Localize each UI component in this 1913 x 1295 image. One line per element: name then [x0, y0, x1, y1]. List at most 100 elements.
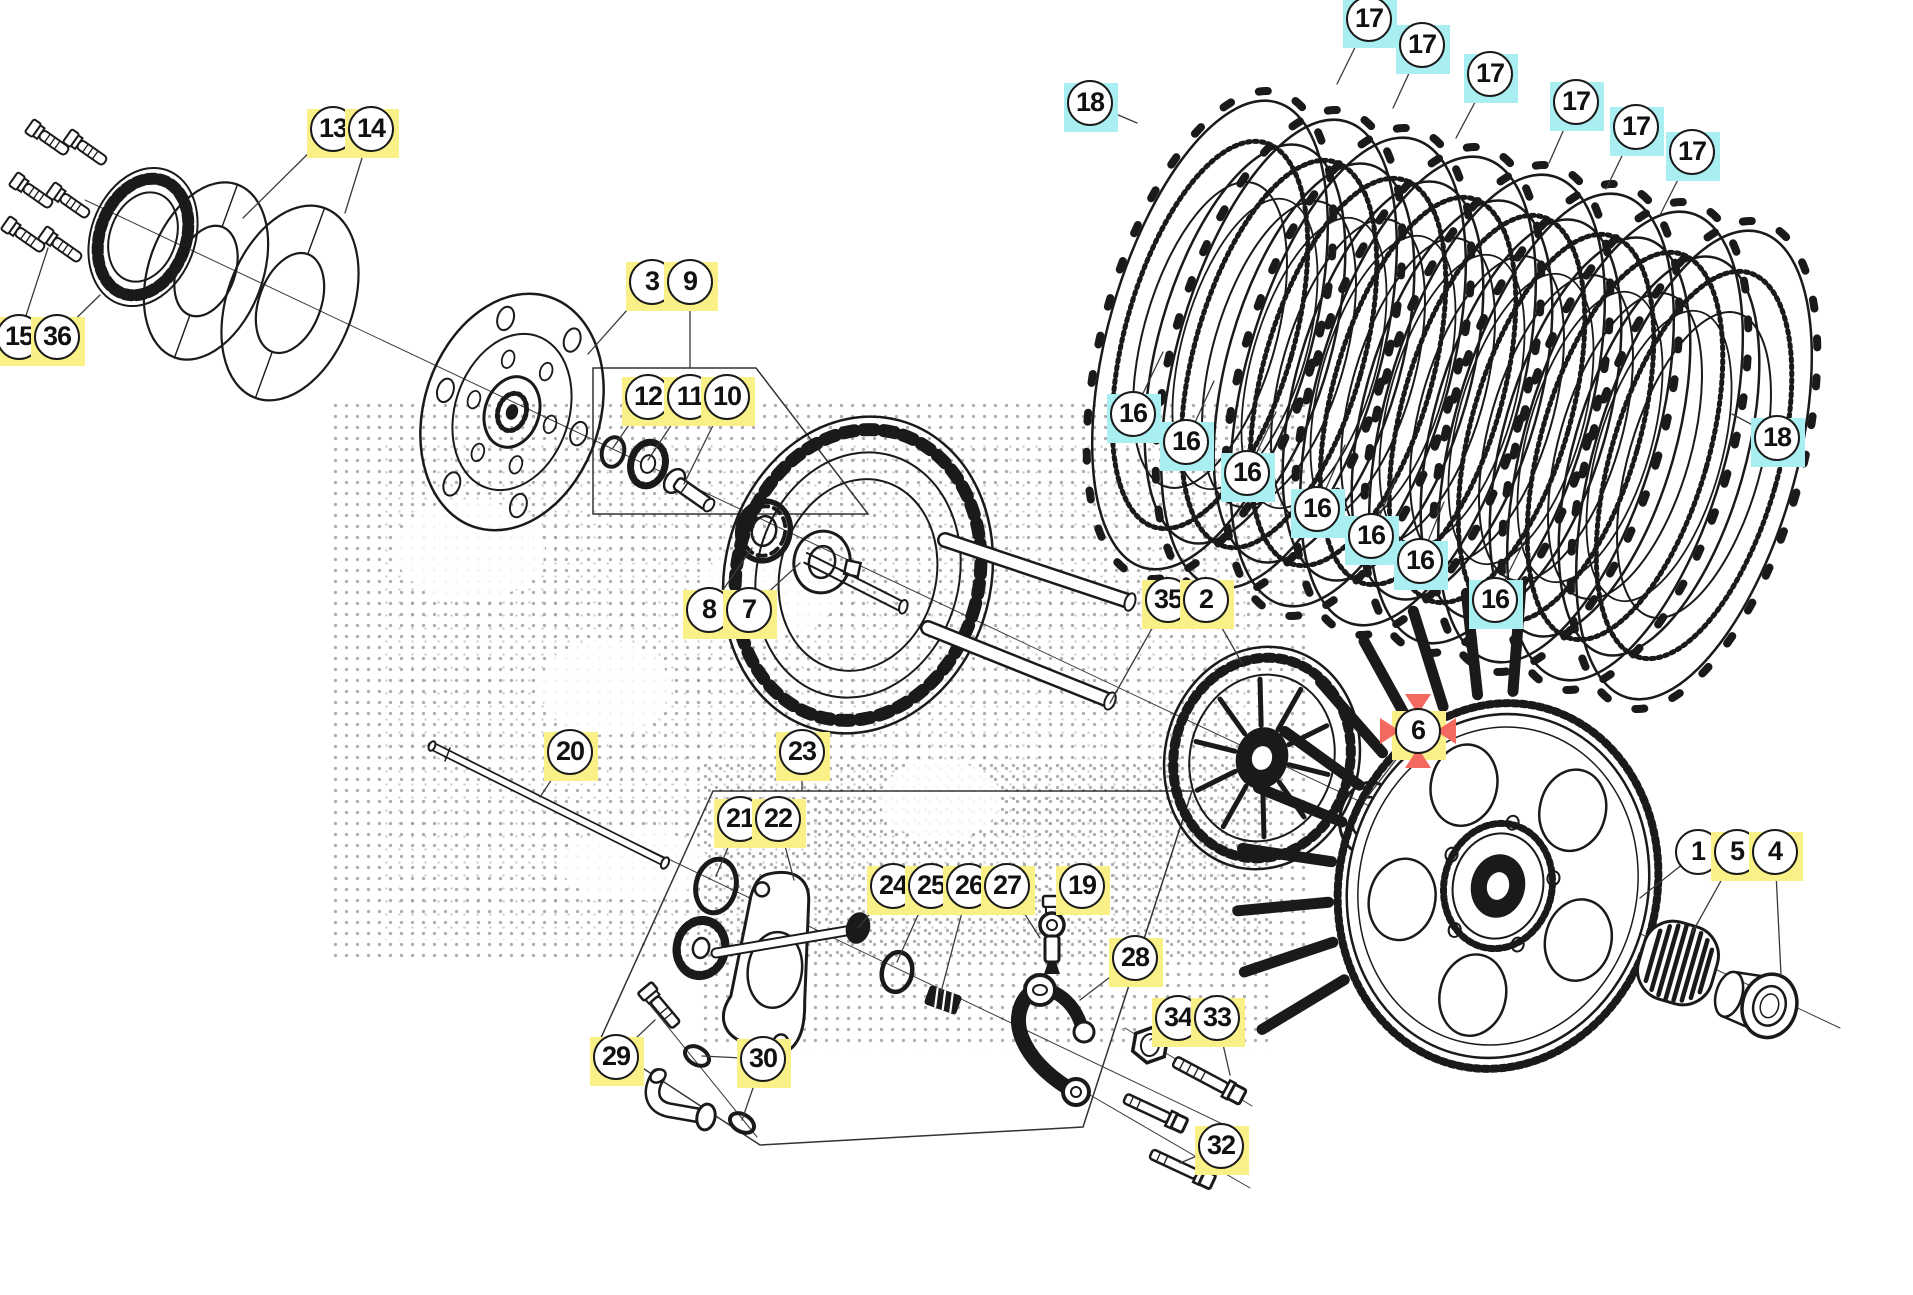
callout-28[interactable]: 28	[1109, 932, 1163, 987]
watermark-letter-gap	[540, 640, 670, 735]
clutch-plate-stack	[1039, 64, 1866, 737]
watermark-letter-gap	[880, 760, 1000, 840]
flange-bolt	[1122, 1093, 1189, 1134]
callout-17[interactable]: 17	[1343, 0, 1397, 48]
oil-jet-valve	[1038, 894, 1066, 974]
callout-number: 27	[984, 863, 1030, 909]
small-o-ring	[879, 949, 915, 995]
callout-16[interactable]: 16	[1160, 416, 1214, 471]
callout-14[interactable]: 14	[345, 103, 399, 158]
callout-10[interactable]: 10	[701, 371, 755, 426]
callout-32[interactable]: 32	[1195, 1120, 1249, 1175]
diaphragm-spring-disc	[142, 181, 270, 361]
callout-number: 16	[1397, 538, 1443, 584]
watermark-letter-gap	[560, 830, 710, 900]
callout-number: 32	[1198, 1123, 1244, 1169]
callout-17[interactable]: 17	[1666, 126, 1720, 181]
callout-19[interactable]: 19	[1056, 860, 1110, 915]
callout-number: 19	[1059, 863, 1105, 909]
callout-27[interactable]: 27	[981, 860, 1035, 915]
oil-union-pipe	[644, 1068, 717, 1132]
callout-number: 30	[740, 1036, 786, 1082]
callout-36[interactable]: 36	[31, 311, 85, 366]
callout-number: 17	[1669, 129, 1715, 175]
callout-18[interactable]: 18	[1064, 77, 1118, 132]
callout-number: 17	[1346, 0, 1392, 42]
callout-17[interactable]: 17	[1464, 48, 1518, 103]
subassembly-frames	[592, 367, 1194, 1146]
callout-16[interactable]: 16	[1345, 510, 1399, 565]
friction-plate	[1454, 175, 1797, 718]
spacer-bushing	[1713, 970, 1799, 1040]
callout-30[interactable]: 30	[737, 1033, 791, 1088]
callout-number: 2	[1183, 577, 1229, 623]
callout-29[interactable]: 29	[590, 1031, 644, 1086]
sealing-washer	[682, 1044, 712, 1068]
banjo-bolt	[637, 981, 681, 1029]
flange-bolt	[1171, 1056, 1248, 1106]
toothed-washer	[627, 438, 669, 490]
callout-number: 29	[593, 1034, 639, 1080]
callout-number: 20	[547, 729, 593, 775]
callout-number: 36	[34, 314, 80, 360]
clutch-basket-outer	[721, 415, 995, 735]
watermark-dots	[330, 400, 1310, 960]
callout-number: 17	[1553, 79, 1599, 125]
callout-number: 4	[1752, 829, 1798, 875]
callout-number: 16	[1472, 577, 1518, 623]
needle-bearing	[1636, 919, 1720, 1007]
selection-marker-arrow	[1436, 718, 1456, 744]
callout-17[interactable]: 17	[1396, 19, 1450, 74]
callout-number: 18	[1754, 415, 1800, 461]
callout-16[interactable]: 16	[1469, 574, 1523, 629]
callout-number: 14	[348, 106, 394, 152]
callout-number: 10	[704, 374, 750, 420]
callout-6[interactable]: 6	[1380, 694, 1456, 768]
callout-number: 18	[1067, 80, 1113, 126]
o-ring-washer	[599, 435, 627, 469]
callout-number: 16	[1348, 513, 1394, 559]
callout-9[interactable]: 9	[664, 256, 718, 311]
callout-number: 22	[755, 796, 801, 842]
callout-7[interactable]: 7	[723, 584, 777, 639]
callout-22[interactable]: 22	[752, 793, 806, 848]
callout-16[interactable]: 16	[1221, 447, 1275, 502]
callout-16[interactable]: 16	[1107, 388, 1161, 443]
callout-number: 6	[1395, 708, 1441, 754]
callout-17[interactable]: 17	[1550, 76, 1604, 131]
callout-4[interactable]: 4	[1749, 826, 1803, 881]
callout-33[interactable]: 33	[1191, 992, 1245, 1047]
tab-lock-washer	[792, 529, 863, 595]
diaphragm-spring-disc	[220, 204, 360, 402]
clutch-push-rod	[427, 740, 671, 870]
cover-gasket	[722, 870, 811, 1055]
callout-23[interactable]: 23	[776, 726, 830, 781]
callout-number: 16	[1110, 391, 1156, 437]
pressure-plate	[419, 292, 605, 532]
callout-16[interactable]: 16	[1291, 483, 1345, 538]
callout-number: 16	[1294, 486, 1340, 532]
callout-16[interactable]: 16	[1394, 535, 1448, 590]
return-spring	[924, 985, 962, 1015]
clutch-post-rod	[920, 532, 1137, 711]
sealing-washer	[727, 1111, 757, 1135]
o-ring	[693, 856, 739, 916]
callout-number: 23	[779, 729, 825, 775]
callout-20[interactable]: 20	[544, 726, 598, 781]
callout-number: 33	[1194, 995, 1240, 1041]
callout-2[interactable]: 2	[1180, 574, 1234, 629]
callout-17[interactable]: 17	[1610, 101, 1664, 156]
callout-number: 17	[1613, 104, 1659, 150]
callout-number: 9	[667, 259, 713, 305]
callout-number: 16	[1163, 419, 1209, 465]
callout-number: 16	[1224, 450, 1270, 496]
shaft-end-piece	[662, 467, 716, 513]
clutch-actuator-lever	[1011, 973, 1096, 1107]
callout-number: 17	[1399, 22, 1445, 68]
callout-number: 7	[726, 587, 772, 633]
callout-number: 17	[1467, 51, 1513, 97]
callout-18[interactable]: 18	[1751, 412, 1805, 467]
primary-gear-basket	[1232, 582, 1663, 1073]
